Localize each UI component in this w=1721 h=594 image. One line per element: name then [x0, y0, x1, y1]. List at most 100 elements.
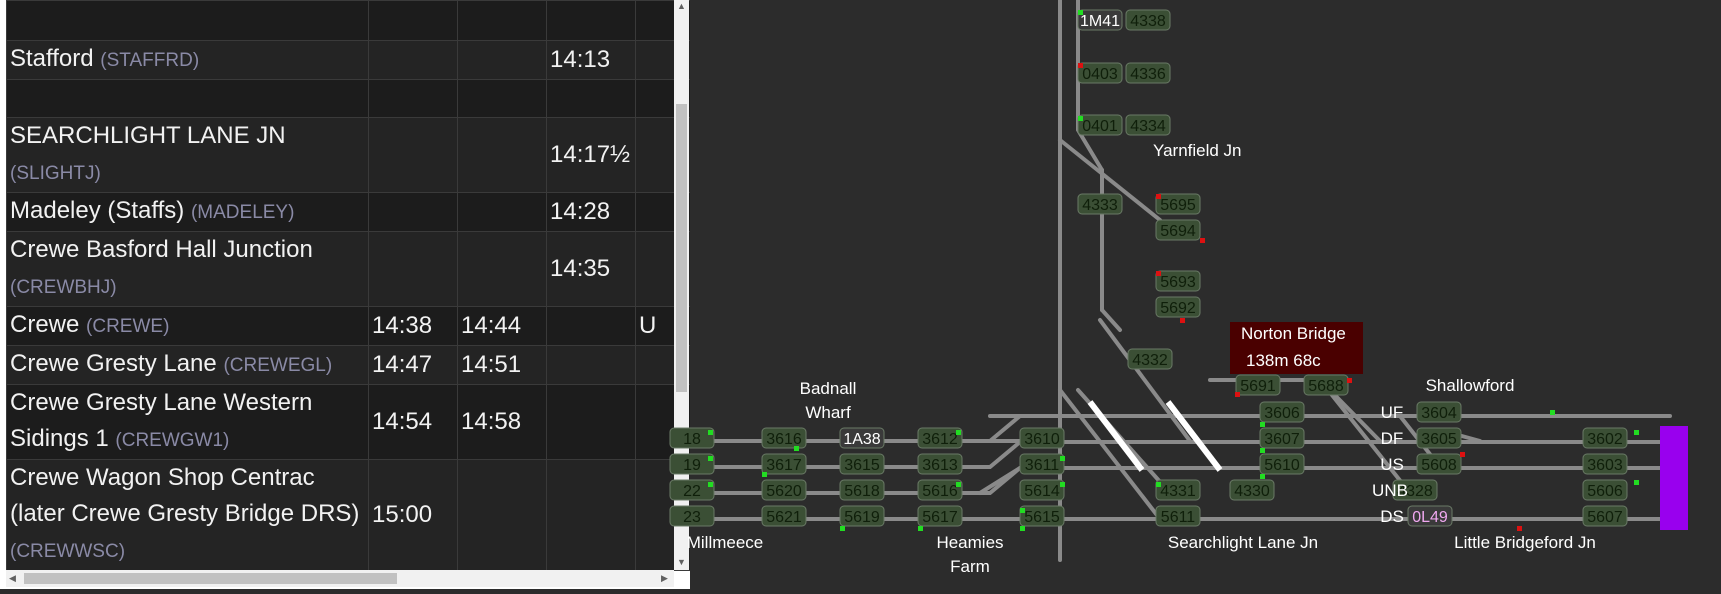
signal-aspect[interactable]	[956, 430, 961, 435]
berth-5620[interactable]: 5620	[761, 479, 807, 501]
signal-aspect[interactable]	[708, 456, 713, 461]
track-segment	[688, 440, 1672, 469]
horizontal-scroll-thumb[interactable]	[24, 573, 397, 584]
berth-5611[interactable]: 5611	[1155, 505, 1201, 527]
signal-aspect[interactable]	[1078, 63, 1083, 68]
berth-box	[1416, 453, 1462, 475]
signal-aspect[interactable]	[1078, 10, 1083, 15]
scroll-right-arrow-icon[interactable]: ▶	[661, 573, 668, 583]
signal-aspect[interactable]	[840, 526, 845, 531]
berth-5688[interactable]: 5688	[1303, 374, 1349, 396]
label-ds: DS	[1380, 507, 1404, 526]
berth-5692[interactable]: 5692	[1155, 296, 1201, 318]
berth-label: 0L49	[1412, 509, 1448, 526]
berth-5619[interactable]: 5619	[839, 505, 885, 527]
berth-3607[interactable]: 3607	[1259, 427, 1305, 449]
signal-aspect[interactable]	[794, 446, 799, 451]
horizontal-scrollbar[interactable]: ◀ ▶	[6, 570, 674, 587]
berth-4336[interactable]: 4336	[1125, 62, 1171, 84]
label-shallowford: Shallowford	[1426, 376, 1515, 395]
berth-19[interactable]: 19	[669, 453, 715, 475]
signal-aspect[interactable]	[1347, 378, 1352, 383]
signal-aspect[interactable]	[708, 482, 713, 487]
berth-box	[761, 505, 807, 527]
signal-aspect[interactable]	[1020, 526, 1025, 531]
signal-aspect[interactable]	[1634, 480, 1639, 485]
label-df: DF	[1381, 429, 1404, 448]
berth-0403[interactable]: 0403	[1077, 62, 1123, 84]
signal-aspect[interactable]	[1235, 392, 1240, 397]
signal-aspect[interactable]	[1020, 508, 1025, 513]
berth-3605[interactable]: 3605	[1416, 427, 1462, 449]
signal-aspect[interactable]	[1634, 430, 1639, 435]
berth-label: 5607	[1587, 509, 1623, 526]
signal-aspect[interactable]	[1260, 448, 1265, 453]
signal-aspect[interactable]	[1078, 116, 1083, 121]
berth-3603[interactable]: 3603	[1582, 453, 1628, 475]
berth-5610[interactable]: 5610	[1259, 453, 1305, 475]
berth-5618[interactable]: 5618	[839, 479, 885, 501]
scroll-down-arrow-icon[interactable]: ▼	[677, 557, 686, 567]
location-code: (CREWBHJ)	[10, 277, 117, 298]
signal-aspect[interactable]	[1060, 482, 1065, 487]
berth-5614[interactable]: 5614	[1019, 479, 1065, 501]
berth-label: 3602	[1587, 431, 1623, 448]
scroll-up-arrow-icon[interactable]: ▲	[677, 1, 686, 11]
berth-4331[interactable]: 4331	[1155, 479, 1201, 501]
signal-aspect[interactable]	[1060, 456, 1065, 461]
signal-aspect[interactable]	[708, 430, 713, 435]
signal-aspect[interactable]	[1180, 318, 1185, 323]
signal-aspect[interactable]	[918, 526, 923, 531]
berth-5691[interactable]: 5691	[1235, 374, 1281, 396]
berth-5606[interactable]: 5606	[1582, 479, 1628, 501]
signal-aspect[interactable]	[1156, 271, 1161, 276]
scroll-left-arrow-icon[interactable]: ◀	[9, 573, 16, 583]
berth-3611[interactable]: 3611	[1019, 453, 1065, 475]
signal-aspect[interactable]	[1200, 238, 1205, 243]
berth-3612[interactable]: 3612	[917, 427, 963, 449]
signal-aspect[interactable]	[1550, 410, 1555, 415]
signal-aspect[interactable]	[1260, 474, 1265, 479]
signal-aspect[interactable]	[1260, 422, 1265, 427]
berth-3602[interactable]: 3602	[1582, 427, 1628, 449]
berth-3606[interactable]: 3606	[1259, 401, 1305, 423]
berth-4334[interactable]: 4334	[1125, 114, 1171, 136]
berth-label: 5692	[1160, 300, 1196, 317]
berth-1a38[interactable]: 1A38	[839, 427, 885, 449]
berth-4338[interactable]: 4338	[1125, 9, 1171, 31]
berth-3604[interactable]: 3604	[1416, 401, 1462, 423]
berth-5694[interactable]: 5694	[1155, 219, 1201, 241]
berth-5693[interactable]: 5693	[1155, 270, 1201, 292]
berth-box	[917, 479, 963, 501]
signal-aspect[interactable]	[956, 482, 961, 487]
berth-22[interactable]: 22	[669, 479, 715, 501]
berth-3613[interactable]: 3613	[917, 453, 963, 475]
berth-5616[interactable]: 5616	[917, 479, 963, 501]
berth-1m41[interactable]: 1M41	[1077, 9, 1123, 31]
vertical-scroll-thumb[interactable]	[676, 104, 687, 392]
berth-5695[interactable]: 5695	[1155, 193, 1201, 215]
signal-aspect[interactable]	[1460, 452, 1465, 457]
signal-aspect[interactable]	[1156, 482, 1161, 487]
berth-4330[interactable]: 4330	[1229, 479, 1275, 501]
berth-0401[interactable]: 0401	[1077, 114, 1123, 136]
berth-3610[interactable]: 3610	[1019, 427, 1065, 449]
berth-3616[interactable]: 3616	[761, 427, 807, 449]
signal-aspect[interactable]	[762, 472, 767, 477]
berth-5615[interactable]: 5615	[1019, 505, 1065, 527]
berth-5617[interactable]: 5617	[917, 505, 963, 527]
berth-4328[interactable]: 4328	[1392, 479, 1438, 501]
berth-5607[interactable]: 5607	[1582, 505, 1628, 527]
berth-23[interactable]: 23	[669, 505, 715, 527]
berth-5621[interactable]: 5621	[761, 505, 807, 527]
berth-0l49[interactable]: 0L49	[1407, 505, 1453, 527]
label-heamies2: Farm	[950, 557, 990, 576]
signal-aspect[interactable]	[1156, 194, 1161, 199]
berth-4333[interactable]: 4333	[1077, 193, 1123, 215]
signal-aspect[interactable]	[1517, 526, 1522, 531]
berth-5608[interactable]: 5608	[1416, 453, 1462, 475]
berth-18[interactable]: 18	[669, 427, 715, 449]
berth-3615[interactable]: 3615	[839, 453, 885, 475]
berth-4332[interactable]: 4332	[1127, 348, 1173, 370]
berth-3617[interactable]: 3617	[761, 453, 807, 475]
